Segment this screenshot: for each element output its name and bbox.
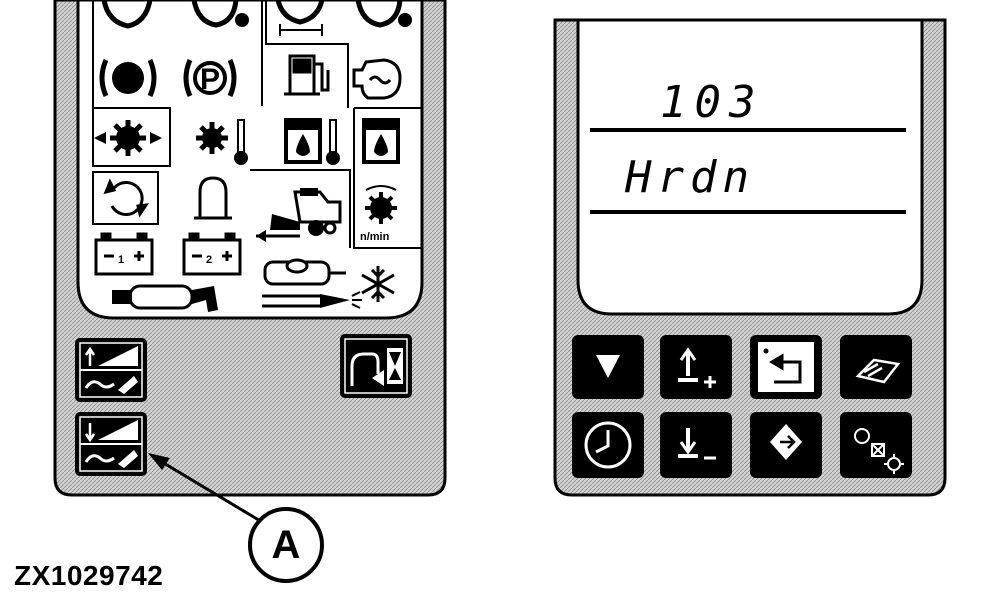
header-raise-icon	[84, 346, 138, 394]
decrease-button[interactable]	[660, 412, 732, 478]
left-indicator-screen	[76, 0, 424, 320]
battery-2-icon	[182, 232, 242, 276]
transmission-temp-icon	[196, 119, 248, 165]
lcd-line-1-value: 103	[660, 77, 764, 128]
manual-button[interactable]	[840, 335, 912, 399]
unloading-auger-icon	[112, 284, 218, 312]
clock-button[interactable]	[572, 412, 644, 478]
clock-icon	[584, 421, 632, 469]
lcd-line-2-text: Hrdn	[625, 152, 755, 203]
snowflake-icon	[361, 266, 395, 302]
header-float-icon	[194, 176, 232, 220]
rotation-icon	[103, 178, 150, 218]
hydraulic-temp-icon	[284, 118, 340, 165]
brake-warning-icon	[99, 58, 157, 98]
engine-speed-unit-label: n/min	[360, 231, 390, 243]
top-partial-icons	[101, 0, 412, 36]
level-partial-icon	[275, 0, 325, 25]
fuel-level-icon	[284, 54, 330, 96]
battery-2-number: 2	[206, 254, 213, 266]
header-raise-button[interactable]	[75, 338, 147, 402]
combine-reverser-icon	[256, 188, 342, 242]
park-brake-letter: P	[199, 63, 220, 96]
header-lower-icon	[84, 420, 138, 468]
transmission-icon	[94, 120, 162, 156]
battery-1-icon	[94, 232, 154, 276]
air-filter-icon	[263, 258, 346, 286]
warning-partial-icon	[191, 0, 239, 28]
engine-speed-icon	[365, 185, 397, 224]
brake-partial-icon	[101, 0, 153, 29]
callout-leader	[148, 453, 324, 583]
enter-button[interactable]	[750, 412, 822, 478]
down-arrow-icon	[596, 355, 620, 378]
engine-coolant-icon	[352, 58, 402, 100]
enter-diamond-icon	[770, 424, 802, 460]
hydraulic-filter-icon	[362, 118, 400, 164]
callout-label-a: A	[271, 523, 301, 567]
callout-circle	[248, 507, 324, 583]
ac-compressor-icon	[262, 291, 362, 309]
decrease-minus-icon	[678, 428, 716, 460]
left-panel	[53, 0, 447, 497]
return-button[interactable]	[750, 335, 822, 399]
settings-gear-icon	[854, 428, 904, 474]
indicator-grid	[92, 0, 422, 249]
book-manual-icon	[855, 358, 901, 384]
down-arrow-button[interactable]	[572, 335, 644, 399]
increase-button[interactable]	[660, 335, 732, 399]
header-lower-button[interactable]	[75, 412, 147, 476]
settings-button[interactable]	[840, 412, 912, 478]
unload-timer-button[interactable]	[340, 334, 412, 398]
return-arrow-icon	[763, 348, 802, 384]
unload-timer-icon	[350, 348, 403, 386]
figure-id: ZX1029742	[14, 560, 164, 591]
increase-plus-icon	[678, 347, 716, 388]
oil-partial-icon	[355, 0, 403, 28]
lcd-screen	[576, 18, 924, 316]
battery-1-number: 1	[118, 254, 125, 266]
park-brake-icon	[183, 58, 237, 98]
